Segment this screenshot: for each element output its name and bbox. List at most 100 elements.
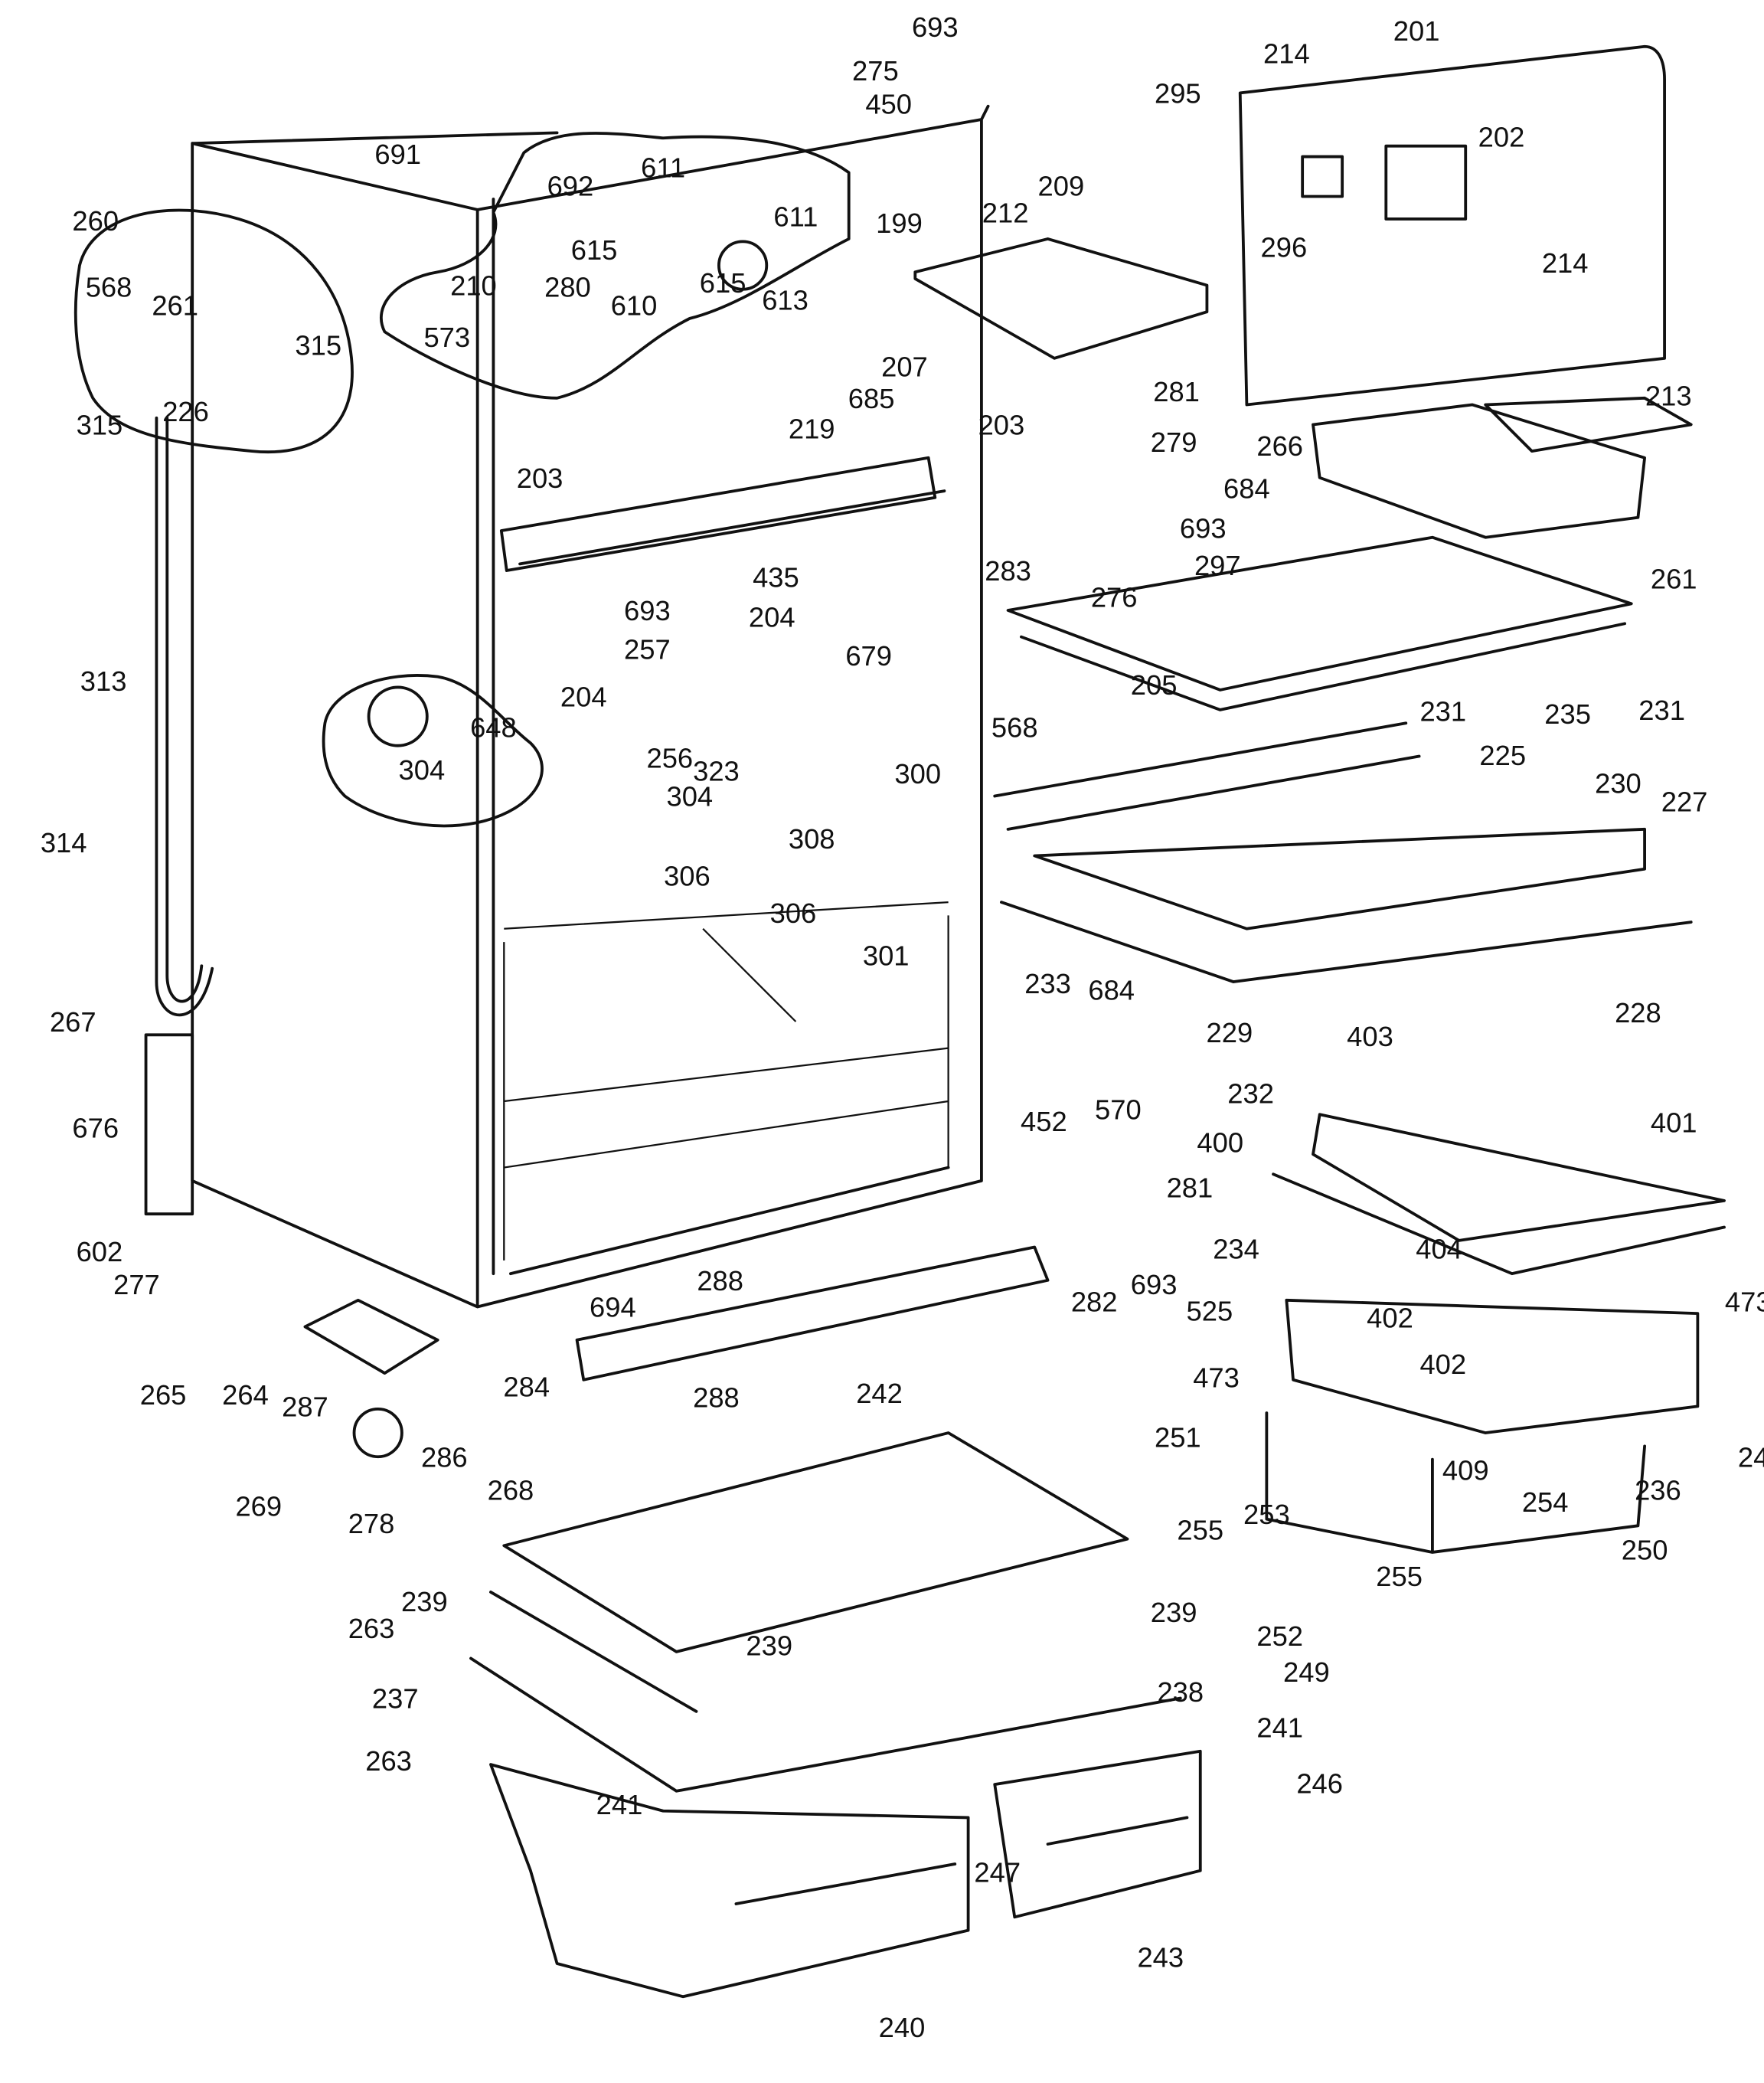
part-number-label: 288 — [693, 1382, 740, 1413]
part-number-label: 280 — [544, 271, 591, 302]
part-number-label: 404 — [1416, 1233, 1462, 1264]
part-number-label: 214 — [1263, 38, 1310, 69]
control-bubble — [322, 674, 544, 828]
part-number-label: 306 — [770, 898, 817, 929]
part-number-label: 210 — [450, 270, 497, 302]
part-number-label: 203 — [978, 410, 1025, 441]
part-number-label: 308 — [789, 823, 835, 855]
part-number-label: 255 — [1376, 1561, 1423, 1592]
part-number-label: 204 — [749, 602, 795, 633]
part-number-label: 239 — [1151, 1597, 1197, 1628]
part-number-label: 287 — [282, 1391, 328, 1422]
part-number-label: 229 — [1207, 1017, 1253, 1048]
control-box — [1301, 155, 1344, 198]
part-number-label: 297 — [1194, 550, 1241, 581]
part-number-label: 615 — [700, 267, 746, 299]
part-number-label: 281 — [1167, 1172, 1214, 1204]
part-number-label: 207 — [881, 351, 928, 382]
part-number-label: 409 — [1442, 1455, 1489, 1486]
part-number-label: 267 — [50, 1006, 96, 1038]
part-number-label: 236 — [1635, 1475, 1681, 1506]
part-number-label: 212 — [982, 197, 1029, 228]
part-number-label: 226 — [162, 396, 209, 427]
part-number-label: 685 — [848, 383, 895, 414]
part-number-label: 615 — [571, 234, 618, 266]
part-number-label: 243 — [1137, 1941, 1184, 1973]
part-number-label: 288 — [697, 1265, 743, 1297]
part-number-label: 266 — [1256, 430, 1303, 462]
toe-grille — [575, 1245, 1050, 1382]
part-number-label: 286 — [421, 1441, 468, 1473]
part-number-label: 283 — [985, 555, 1031, 587]
part-number-label: 231 — [1638, 695, 1685, 726]
part-number-label: 277 — [113, 1269, 160, 1300]
part-number-label: 611 — [773, 201, 818, 233]
part-number-label: 450 — [865, 88, 912, 119]
part-number-label: 219 — [789, 414, 835, 445]
part-number-label: 613 — [762, 285, 808, 316]
freezer-shelf — [913, 237, 1209, 360]
part-number-label: 435 — [753, 562, 799, 594]
part-number-label: 301 — [863, 940, 910, 971]
part-number-label: 227 — [1661, 786, 1708, 818]
part-number-label: 684 — [1223, 473, 1270, 505]
part-number-label: 573 — [423, 322, 470, 353]
part-number-label: 693 — [624, 595, 671, 626]
ice-bin — [1312, 403, 1646, 539]
part-number-label: 238 — [1157, 1676, 1204, 1708]
part-number-label: 214 — [1542, 247, 1589, 279]
part-number-label: 602 — [77, 1236, 123, 1267]
mullion-rail — [499, 456, 946, 572]
part-number-label: 693 — [912, 11, 959, 43]
part-number-label: 452 — [1021, 1106, 1067, 1137]
part-number-label: 261 — [1651, 563, 1697, 594]
part-number-label: 265 — [140, 1379, 187, 1411]
tube-bubble — [74, 208, 354, 454]
drain-tube — [155, 416, 214, 1017]
part-number-label: 202 — [1478, 122, 1525, 153]
part-number-label: 234 — [1213, 1233, 1259, 1264]
part-number-label: 241 — [1256, 1712, 1303, 1744]
part-number-label: 400 — [1197, 1127, 1243, 1159]
part-number-label: 203 — [517, 463, 564, 494]
part-number-label: 256 — [646, 742, 693, 773]
meat-pan — [1265, 1298, 1700, 1554]
part-number-label: 281 — [1153, 376, 1200, 407]
part-number-label: 684 — [1088, 975, 1135, 1006]
part-number-label: 225 — [1479, 740, 1526, 771]
part-number-label: 199 — [876, 208, 923, 239]
part-number-label: 306 — [664, 861, 710, 892]
fan-blade — [717, 240, 769, 291]
crisper-drawer-right — [993, 1749, 1202, 1919]
kick-plate — [144, 1033, 194, 1216]
part-number-label: 242 — [856, 1378, 903, 1409]
part-number-label: 239 — [401, 1586, 448, 1617]
part-number-label: 568 — [86, 271, 132, 302]
part-number-label: 611 — [641, 152, 685, 183]
part-number-label: 403 — [1347, 1021, 1393, 1052]
part-number-label: 263 — [365, 1745, 412, 1777]
part-number-label: 235 — [1544, 698, 1591, 730]
shelf-bracket-wire — [1006, 535, 1633, 711]
part-number-label: 692 — [547, 171, 594, 202]
part-number-label: 402 — [1367, 1302, 1413, 1333]
part-number-label: 209 — [1038, 171, 1085, 202]
part-number-label: 240 — [879, 2012, 926, 2043]
vent-grille — [1384, 144, 1468, 221]
part-number-label: 691 — [374, 139, 421, 170]
parts-drawing — [74, 44, 1726, 1999]
part-number-label: 205 — [1131, 669, 1178, 701]
part-number-label: 401 — [1651, 1107, 1697, 1139]
part-number-label: 237 — [372, 1683, 419, 1715]
part-number-label: 213 — [1645, 380, 1692, 411]
part-number-label: 253 — [1243, 1499, 1290, 1530]
part-number-label: 269 — [235, 1490, 282, 1522]
part-number-label: 233 — [1024, 968, 1071, 999]
part-number-label: 231 — [1419, 696, 1466, 728]
part-number-label: 276 — [1091, 582, 1138, 613]
crisper-frame — [469, 1591, 1182, 1793]
crisper-cover-glass — [502, 1431, 1129, 1653]
part-number-label: 610 — [611, 290, 658, 322]
part-number-label: 228 — [1615, 997, 1661, 1028]
